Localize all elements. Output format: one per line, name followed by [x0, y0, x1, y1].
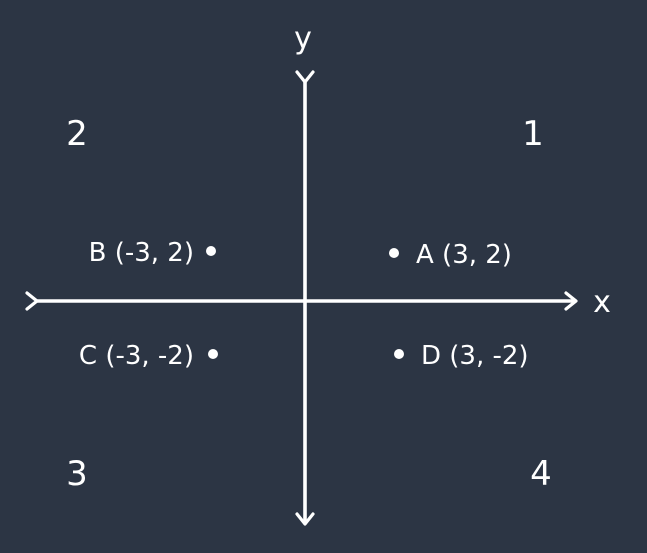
- point-d-label: D (3, -2): [421, 341, 529, 371]
- point-a-label: A (3, 2): [416, 240, 512, 270]
- quadrant-3-label: 3: [66, 454, 88, 494]
- x-axis-label: x: [593, 285, 611, 320]
- point-c-marker: [208, 349, 218, 359]
- quadrant-1-label: 1: [522, 114, 544, 154]
- point-a-marker: [389, 248, 399, 258]
- point-c-label: C (-3, -2): [79, 341, 194, 371]
- quadrant-2-label: 2: [66, 114, 88, 154]
- point-b-marker: [206, 246, 216, 256]
- point-b-label: B (-3, 2): [89, 238, 194, 268]
- point-d-marker: [394, 349, 404, 359]
- quadrant-4-label: 4: [530, 454, 552, 494]
- y-axis-label: y: [294, 21, 312, 56]
